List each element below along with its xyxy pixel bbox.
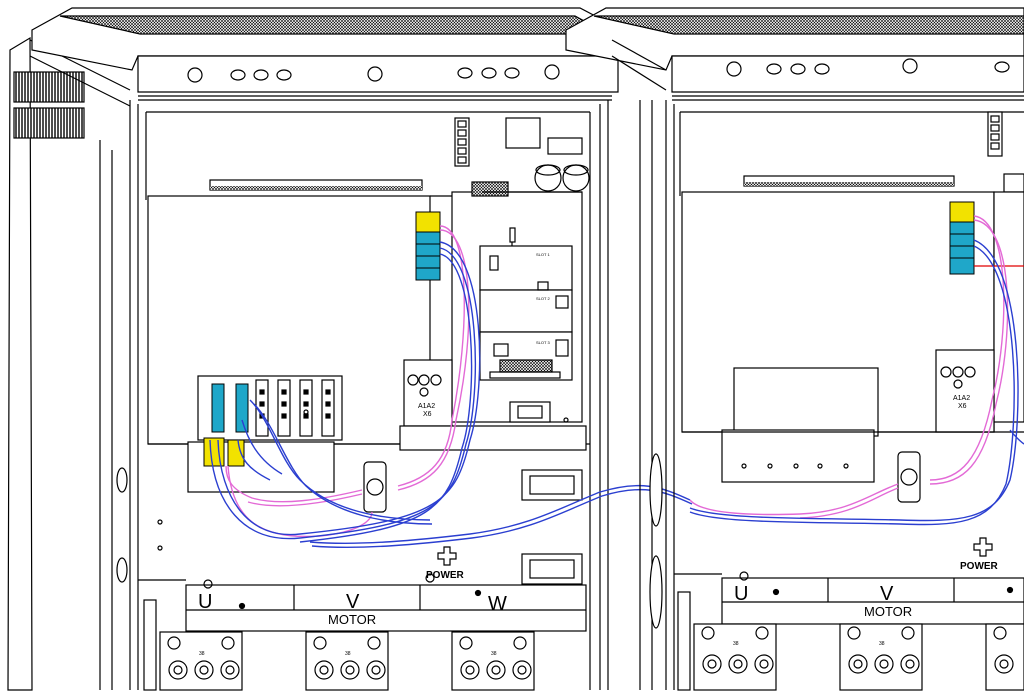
io-slot-label-2: SLOT 2 — [536, 296, 550, 301]
power-label-right: POWER — [960, 561, 999, 572]
left-motor-board — [185, 584, 587, 632]
right-lug-u — [693, 623, 777, 691]
left-roof-hole-1 — [187, 67, 203, 83]
left-bracket-1 — [521, 469, 583, 501]
lug-label: 38 — [491, 651, 497, 657]
left-side-vents-top — [13, 71, 85, 103]
phase-u-right: U — [734, 583, 748, 605]
right-colored-parts — [949, 201, 1024, 275]
right-signal-cables — [689, 215, 1024, 526]
left-bracket-2 — [521, 553, 583, 585]
left-side-knockout-1 — [116, 467, 128, 493]
right-lug-w — [985, 623, 1024, 691]
left-signal-cables — [209, 225, 693, 548]
left-cluster-connector-1 — [203, 437, 225, 467]
power-label-left: POWER — [426, 570, 465, 581]
right-motor-board — [721, 577, 1024, 625]
terminal-a1a2-right: A1A2 — [953, 395, 970, 402]
left-capacitor-1 — [534, 164, 562, 192]
right-power-symbol — [973, 537, 993, 557]
right-board-terminal-block — [949, 221, 975, 275]
phase-u-left: U — [198, 591, 212, 613]
left-side-knockout-2 — [116, 557, 128, 583]
left-board-connector — [415, 211, 441, 233]
left-cabinet — [7, 7, 619, 691]
left-side-vents-bottom — [13, 107, 85, 139]
right-side-knockout-1 — [649, 453, 663, 527]
phase-v-left: V — [346, 591, 360, 613]
left-io-card-1 — [479, 245, 573, 291]
motor-label-left: MOTOR — [328, 612, 376, 627]
terminal-a1a2-left: A1A2 — [418, 403, 435, 410]
right-cabinet — [565, 7, 1024, 691]
terminal-x6-right: X6 — [958, 403, 967, 410]
left-side-panel — [7, 36, 33, 691]
left-relay — [505, 117, 541, 149]
text-labels: POWER POWER U V W MOTOR U V MOTOR A1A2 X… — [198, 252, 999, 657]
right-ferrite-core — [897, 451, 921, 503]
lug-label: 38 — [733, 641, 739, 647]
lug-label: 38 — [345, 651, 351, 657]
right-lower-plate — [721, 429, 875, 483]
phase-v-right: V — [880, 583, 894, 605]
left-terminal-strip — [454, 117, 470, 167]
lug-label: 38 — [199, 651, 205, 657]
left-power-symbol — [437, 546, 457, 566]
phase-w-left: W — [488, 593, 507, 615]
right-board-connector — [949, 201, 975, 223]
io-slot-label-1: SLOT 1 — [536, 252, 550, 257]
left-ferrite-core — [363, 461, 387, 513]
io-slot-label-3: SLOT 3 — [536, 340, 550, 345]
terminal-x6-left: X6 — [423, 411, 432, 418]
lug-label: 38 — [879, 641, 885, 647]
right-lug-v — [839, 623, 923, 691]
right-side-knockout-2 — [649, 555, 663, 629]
left-cluster-connector-2 — [227, 439, 245, 467]
motor-label-right: MOTOR — [864, 604, 912, 619]
right-cover-plate — [733, 367, 879, 437]
left-cluster-terminal-2 — [235, 383, 249, 433]
left-capacitor-2 — [562, 164, 590, 192]
right-contactor — [935, 349, 995, 433]
left-cluster-terminal-1 — [211, 383, 225, 433]
